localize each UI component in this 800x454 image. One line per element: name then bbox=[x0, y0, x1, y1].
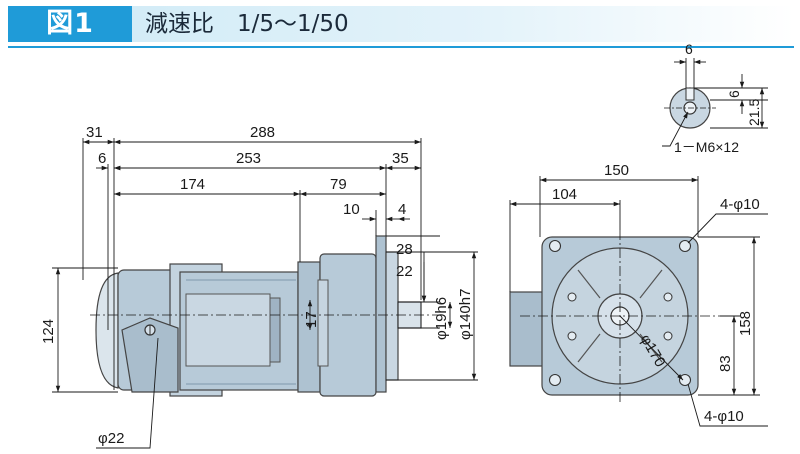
dim-31: 31 bbox=[86, 124, 103, 141]
dim-6-left: 6 bbox=[98, 150, 106, 167]
dim-4: 4 bbox=[398, 201, 406, 218]
dim-83: 83 bbox=[717, 355, 734, 372]
hole-callout-bottom: 4-φ10 bbox=[704, 408, 744, 425]
dim-35: 35 bbox=[392, 150, 409, 167]
front-view-dimensions bbox=[509, 176, 768, 427]
dim-288: 288 bbox=[250, 124, 275, 141]
side-view-labels: 31 288 6 253 35 174 79 10 4 28 22 17 φ19… bbox=[40, 124, 474, 447]
tap-callout: 1－M6×12 bbox=[674, 139, 739, 155]
dim-phi140h7: φ140h7 bbox=[457, 289, 474, 340]
dim-22: 22 bbox=[396, 263, 413, 280]
dim-79: 79 bbox=[330, 176, 347, 193]
shaft-end-labels: 6 6 21.5 1－M6×12 bbox=[674, 41, 762, 155]
dim-shaft-t: 6 bbox=[726, 90, 742, 98]
header-rule bbox=[8, 46, 794, 48]
dim-124: 124 bbox=[40, 319, 57, 344]
dim-253: 253 bbox=[236, 150, 261, 167]
side-view-dimensions bbox=[52, 138, 478, 449]
side-view bbox=[90, 235, 440, 397]
shaft-end-dimensions bbox=[662, 58, 768, 147]
title-bar bbox=[132, 6, 794, 42]
dim-shaft-width: 6 bbox=[685, 41, 693, 57]
dim-28: 28 bbox=[396, 241, 413, 258]
front-view bbox=[509, 230, 720, 402]
dim-150: 150 bbox=[604, 162, 629, 179]
shaft-end-detail bbox=[664, 87, 716, 129]
figure-header: 図1 減速比 1/5～1/50 bbox=[0, 0, 800, 48]
dim-shaft-h: 21.5 bbox=[746, 99, 762, 126]
dim-104: 104 bbox=[552, 186, 577, 203]
dim-phi19h6: φ19h6 bbox=[433, 297, 450, 340]
figure-title: 減速比 1/5～1/50 bbox=[145, 11, 349, 37]
dim-158: 158 bbox=[737, 311, 754, 336]
figure-number-tab: 図1 bbox=[8, 6, 132, 42]
dim-phi22: φ22 bbox=[98, 430, 124, 447]
dim-174: 174 bbox=[180, 176, 205, 193]
dim-17: 17 bbox=[303, 311, 320, 328]
dim-10: 10 bbox=[343, 201, 360, 218]
hole-callout-top: 4-φ10 bbox=[720, 196, 760, 213]
